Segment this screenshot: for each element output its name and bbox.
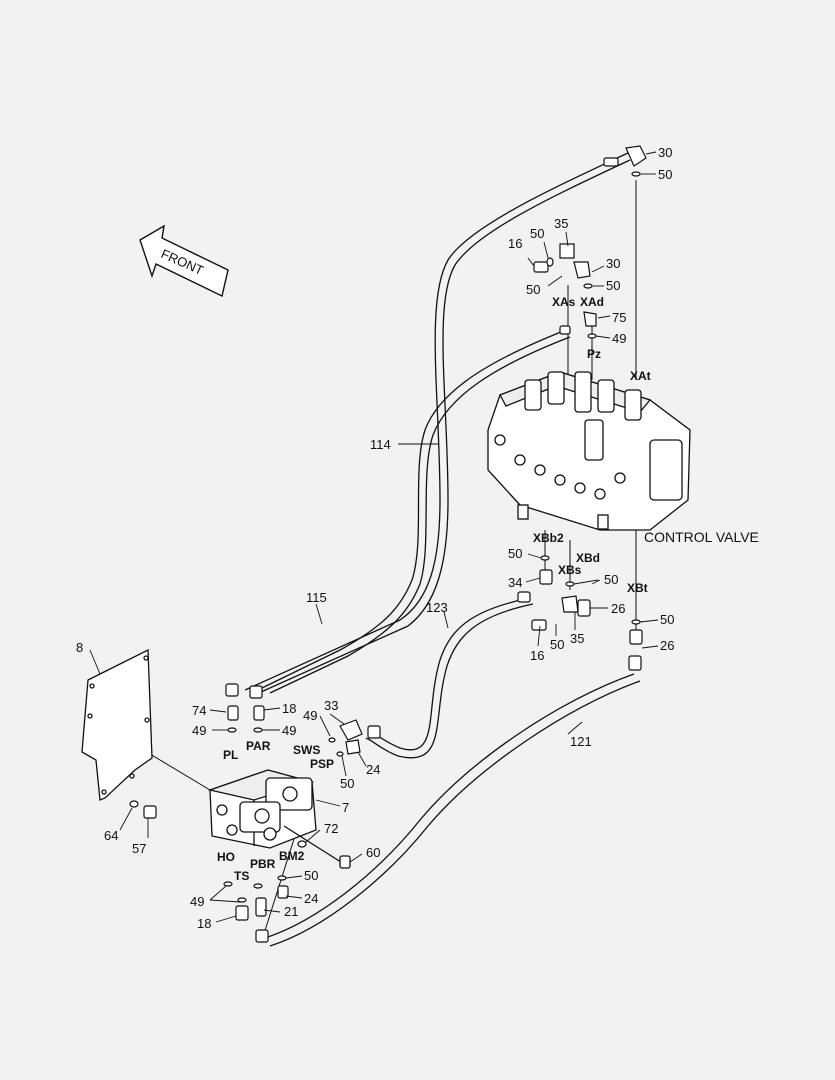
top-fittings [533,145,647,339]
callout-number: 35 [554,216,568,231]
callout-number: 33 [324,698,338,713]
bolt-and-washer [129,800,157,819]
callout-number: 21 [284,904,298,919]
callout-number: 16 [508,236,522,251]
port-xas: XAs [552,295,576,309]
callout-number: 7 [342,800,349,815]
hose-121 [264,673,641,947]
port-xad: XAd [580,295,604,309]
callout-number: 50 [530,226,544,241]
callout-number: 8 [76,640,83,655]
control-valve-body [487,371,691,531]
front-arrow: FRONT [139,224,229,298]
callout-numbers: 30 50 35 16 50 50 30 50 75 49 114 50 34 … [76,145,674,931]
brake-valve-block [207,769,351,869]
callout-number: 34 [508,575,522,590]
callout-number: 50 [508,546,522,561]
lower-fittings [517,555,643,671]
port-xbb2: XBb2 [533,531,564,545]
port-pl: PL [223,748,238,762]
callout-number: 50 [550,637,564,652]
callout-number: 123 [426,600,448,615]
hose-115 [261,329,571,694]
port-pbr: PBR [250,857,276,871]
callout-number: 60 [366,845,380,860]
callout-leaders [89,151,659,923]
callout-number: 50 [658,167,672,182]
callout-number: 115 [306,590,327,605]
port-leader-lines [89,180,637,941]
port-ho: HO [217,850,235,864]
callout-number: 121 [570,734,592,749]
port-xbt: XBt [627,581,648,595]
port-xbs: XBs [558,563,582,577]
port-bm2: BM2 [279,849,305,863]
mounting-plate [81,648,153,801]
callout-number: 26 [660,638,674,653]
callout-number: 49 [612,331,626,346]
callout-number: 35 [570,631,584,646]
callout-number: 50 [606,278,620,293]
hose-123 [365,597,534,759]
port-psp: PSP [310,757,334,771]
port-sws: SWS [293,743,320,757]
callout-number: 50 [340,776,354,791]
callout-number: 50 [604,572,618,587]
port-xbd: XBd [576,551,600,565]
callout-number: 24 [304,891,318,906]
block-fittings [223,683,381,943]
callout-number: 18 [197,916,211,931]
callout-number: 114 [370,437,391,452]
callout-number: 50 [526,282,540,297]
hose-114 [244,151,631,697]
callout-number: 64 [104,828,118,843]
control-valve-label: CONTROL VALVE [644,529,759,545]
callout-number: 75 [612,310,626,325]
callout-number: 57 [132,841,146,856]
port-ts: TS [234,869,249,883]
callout-number: 72 [324,821,338,836]
callout-number: 49 [190,894,204,909]
callout-number: 49 [282,723,296,738]
callout-number: 16 [530,648,544,663]
callout-number: 18 [282,701,296,716]
callout-number: 30 [658,145,672,160]
callout-number: 30 [606,256,620,271]
callout-number: 50 [660,612,674,627]
callout-number: 49 [303,708,317,723]
callout-number: 74 [192,703,206,718]
port-labels: XAs XAd Pz XAt XBb2 XBd XBs XBt PL PAR S… [217,295,651,883]
port-pz: Pz [587,347,601,361]
port-par: PAR [246,739,271,753]
callout-number: 26 [611,601,625,616]
callout-number: 49 [192,723,206,738]
callout-number: 24 [366,762,380,777]
callout-number: 50 [304,868,318,883]
port-xat: XAt [630,369,651,383]
